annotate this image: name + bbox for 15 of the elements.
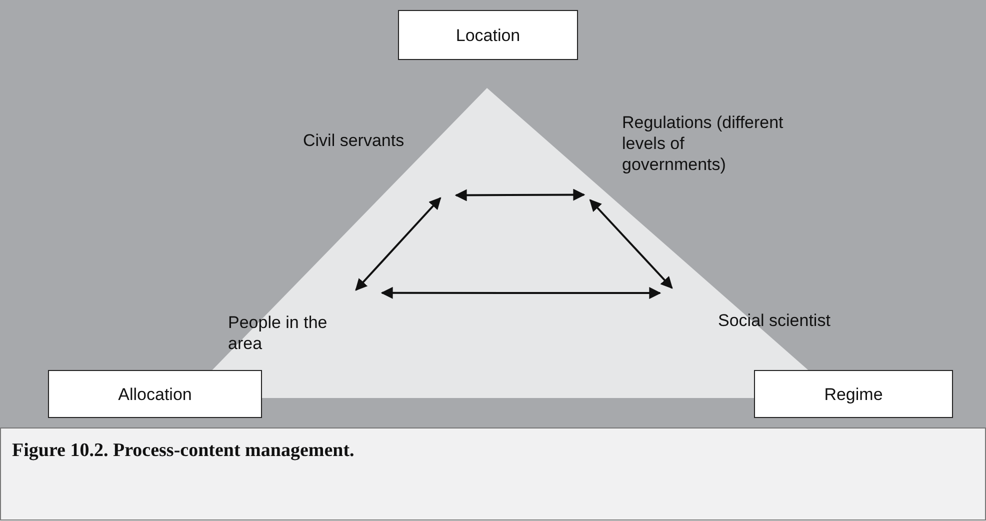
actor-label: Regulations (different levels of governments) <box>622 113 784 174</box>
concept-box <box>48 370 262 418</box>
concept-box <box>754 370 953 418</box>
box-label: Regime <box>824 384 883 404</box>
double-arrow <box>454 188 586 202</box>
box-label: Location <box>456 24 520 46</box>
actor-label: People in the area <box>228 313 328 353</box>
double-arrow <box>380 286 662 300</box>
double-arrow <box>589 199 673 289</box>
concept-box <box>398 10 578 60</box>
box-label: Allocation <box>118 384 192 404</box>
double-arrow <box>355 197 442 291</box>
figure-caption: Figure 10.2. Process-content management. <box>12 440 354 462</box>
actor-label: Social scientist <box>718 311 830 330</box>
actor-label: Civil servants <box>303 131 404 150</box>
